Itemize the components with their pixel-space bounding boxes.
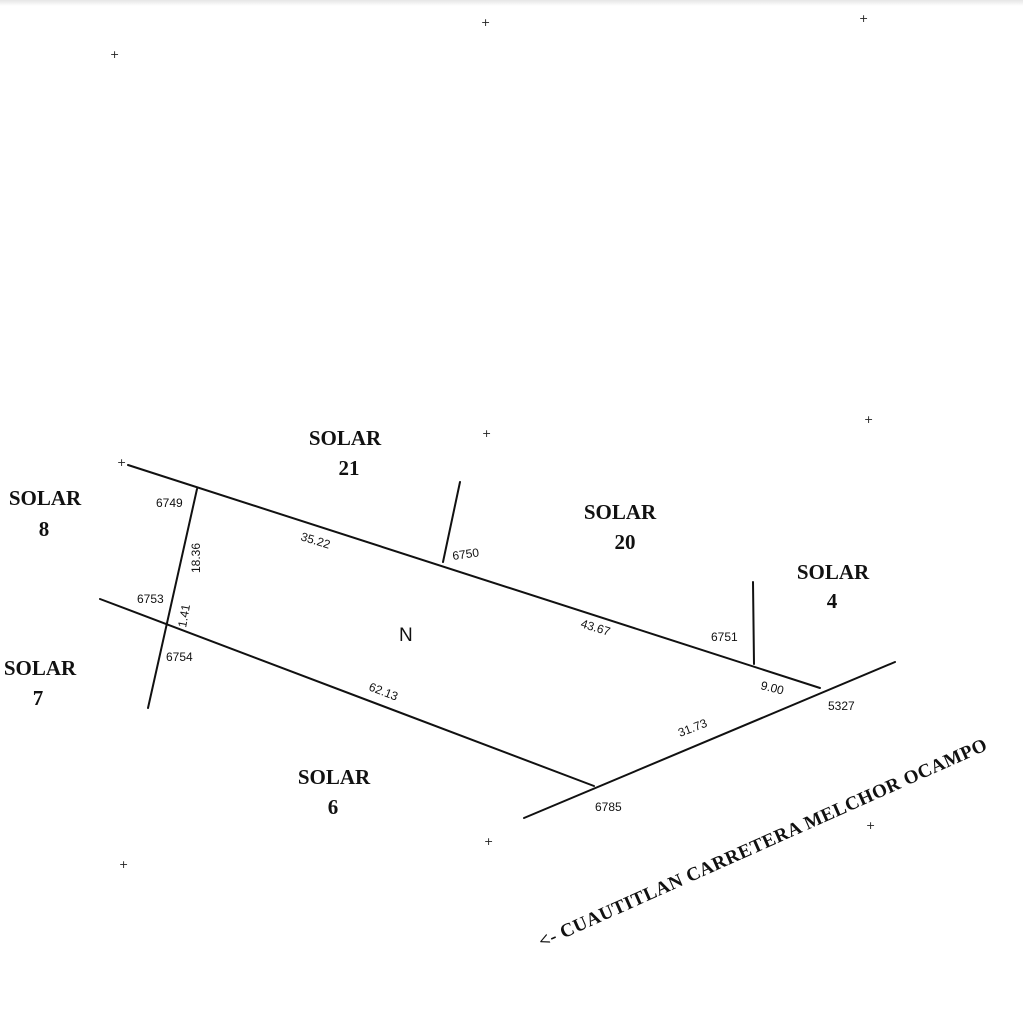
solar-8-label: SOLAR — [9, 486, 82, 510]
north-boundary-line — [127, 464, 821, 689]
tick-mark: + — [484, 835, 493, 848]
tick-mark: + — [481, 16, 490, 29]
dimension-9-00: 9.00 — [759, 678, 785, 697]
west-boundary-line — [147, 488, 198, 709]
solar-6-number: 6 — [328, 795, 339, 819]
solar-4-20-divider — [752, 581, 755, 665]
road-boundary-line — [523, 661, 896, 819]
tick-mark: + — [864, 413, 873, 426]
dimension-35-22: 35.22 — [299, 529, 332, 551]
solar-7-number: 7 — [33, 686, 44, 710]
solar-20-21-divider — [442, 481, 461, 563]
point-6749-label: 6749 — [156, 496, 183, 510]
north-marker: N — [399, 625, 413, 646]
solar-8-number: 8 — [39, 517, 50, 541]
solar-21-label: SOLAR — [309, 426, 382, 450]
tick-mark: + — [119, 858, 128, 871]
solar-4-number: 4 — [827, 589, 838, 613]
solar-6-label: SOLAR — [298, 765, 371, 789]
point-6785-label: 6785 — [595, 800, 622, 814]
point-6751-label: 6751 — [711, 630, 738, 644]
tick-mark: + — [859, 12, 868, 25]
solar-20-number: 20 — [615, 530, 636, 554]
solar-20-label: SOLAR — [584, 500, 657, 524]
point-6753-label: 6753 — [137, 592, 164, 606]
dimension-62-13: 62.13 — [367, 680, 400, 704]
point-6754-label: 6754 — [166, 650, 193, 664]
solar-7-label: SOLAR — [4, 656, 77, 680]
tick-mark: + — [110, 48, 119, 61]
tick-mark: + — [866, 819, 875, 832]
solar-21-number: 21 — [339, 456, 360, 480]
point-5327-label: 5327 — [828, 699, 855, 713]
road-name-label: <- CUAUTITLAN CARRETERA MELCHOR OCAMPO — [535, 734, 990, 952]
dimension-1-41: 1.41 — [175, 603, 193, 629]
south-boundary-line — [99, 598, 595, 787]
point-6750-label: 6750 — [451, 545, 480, 563]
dimension-31-73: 31.73 — [676, 716, 709, 740]
scan-top-edge — [0, 0, 1023, 6]
solar-4-label: SOLAR — [797, 560, 870, 584]
dimension-18-36: 18.36 — [189, 543, 203, 573]
tick-mark: + — [482, 427, 491, 440]
tick-mark: + — [117, 456, 126, 469]
